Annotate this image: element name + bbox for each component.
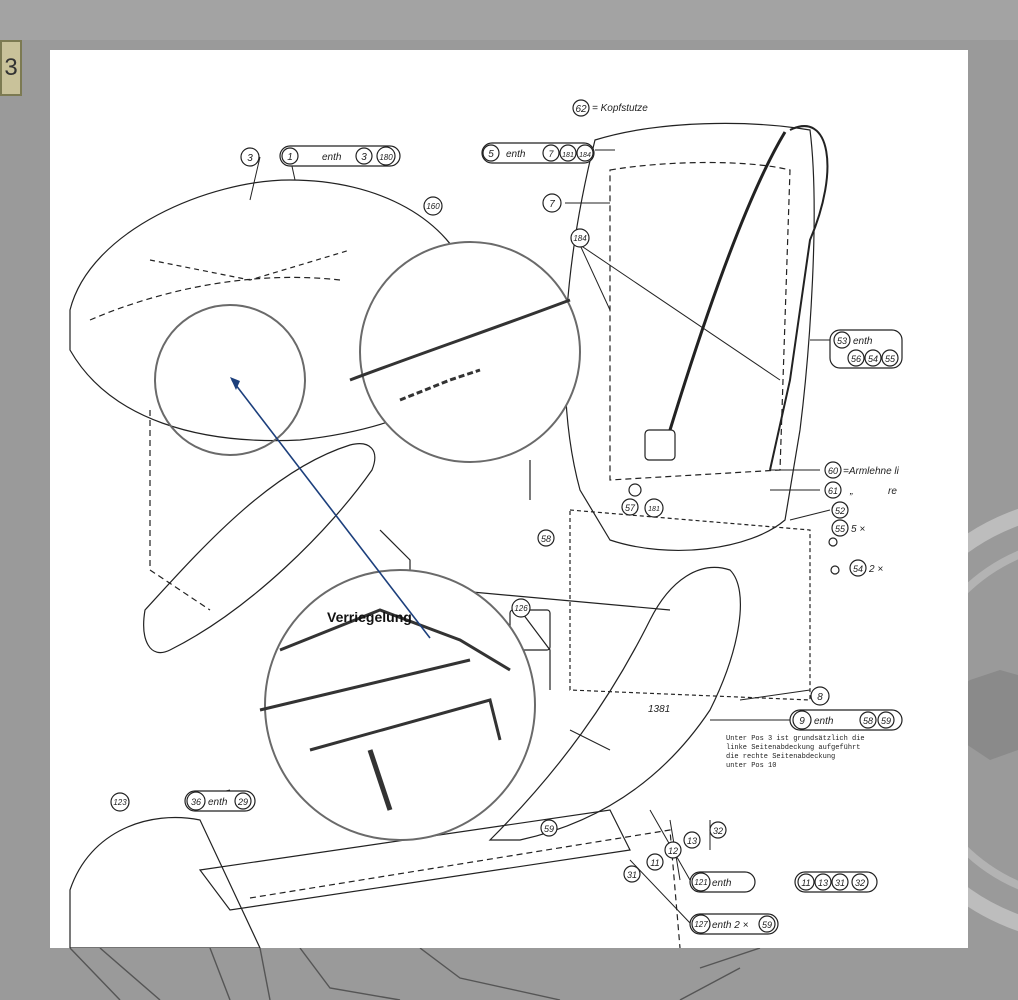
label-36: 36 <box>191 797 201 807</box>
label-54: 54 <box>853 564 863 574</box>
five-x-note: 5 × <box>851 524 865 535</box>
enth-53: enth <box>853 336 873 347</box>
enth-9: enth <box>814 716 834 727</box>
label-184-b: 184 <box>579 152 591 159</box>
armrest-right-note: re <box>888 486 897 497</box>
link-arrow-head <box>230 377 240 390</box>
label-11: 11 <box>650 858 659 868</box>
note-line-4: unter Pos 10 <box>726 762 776 770</box>
label-160: 160 <box>426 202 440 211</box>
zoom-detail-upper <box>359 241 581 463</box>
zoom-detail-seat <box>154 304 306 456</box>
label-52: 52 <box>835 506 845 516</box>
label-55: 55 <box>835 524 846 534</box>
zoom-detail-lock <box>264 569 536 841</box>
two-x-note: 2 × <box>868 564 883 575</box>
label-61: 61 <box>828 486 838 496</box>
enth-5: enth <box>506 149 526 160</box>
label-5: 5 <box>488 149 494 160</box>
label-53: 53 <box>837 336 847 346</box>
page-number-badge[interactable]: 3 <box>0 40 22 96</box>
note-line-1: Unter Pos 3 ist grundsätzlich die <box>726 735 865 743</box>
label-13: 13 <box>687 836 697 846</box>
label-58-b: 58 <box>863 716 873 726</box>
label-8: 8 <box>817 692 823 703</box>
enth-127: enth 2 × <box>712 920 749 931</box>
label-31-b: 31 <box>835 878 845 888</box>
top-band <box>0 0 1018 40</box>
armrest-right-mark: „ <box>849 486 853 497</box>
label-59: 59 <box>544 824 554 834</box>
label-3: 3 <box>247 153 253 164</box>
label-7: 7 <box>549 199 555 210</box>
label-11-b: 11 <box>801 878 810 888</box>
label-181-b: 181 <box>562 152 574 159</box>
enth-121: enth <box>712 878 732 889</box>
label-12: 12 <box>668 846 678 856</box>
label-7-b: 7 <box>548 149 554 159</box>
label-126: 126 <box>514 604 528 613</box>
head-rest-note: = Kopfstutze <box>592 103 648 114</box>
note-line-2: linke Seitenabdeckung aufgeführt <box>726 744 860 752</box>
label-121: 121 <box>694 878 707 887</box>
note-line-3: die rechte Seitenabdeckung <box>726 753 835 761</box>
label-54-b: 54 <box>868 354 878 364</box>
label-127: 127 <box>694 920 708 929</box>
part-bubbles: 62 3 1 3 180 5 7 181 184 7 160 184 53 56… <box>110 99 903 935</box>
label-57: 57 <box>625 503 636 513</box>
label-9: 9 <box>799 716 805 727</box>
label-59-c: 59 <box>762 920 772 930</box>
label-29: 29 <box>237 797 248 807</box>
parts-drawing-sheet: 62 3 1 3 180 5 7 181 184 7 160 184 53 56… <box>50 50 968 948</box>
locking-callout-label: Verriegelung <box>327 609 412 625</box>
label-55-b: 55 <box>885 354 896 364</box>
label-1: 1 <box>287 152 293 163</box>
bottom-drawing-overflow <box>69 948 761 1000</box>
seat-stamp: 1381 <box>648 704 670 715</box>
label-62: 62 <box>575 104 587 115</box>
label-184: 184 <box>573 234 587 243</box>
exploded-seat-drawing: 62 3 1 3 180 5 7 181 184 7 160 184 53 56… <box>69 99 903 948</box>
armrest-left-note: =Armlehne li <box>843 466 900 477</box>
label-3-b: 3 <box>361 152 367 163</box>
label-13-b: 13 <box>818 878 828 888</box>
label-56: 56 <box>851 354 861 364</box>
label-181: 181 <box>648 506 660 513</box>
label-180: 180 <box>379 153 393 162</box>
enth-1: enth <box>322 152 342 163</box>
label-32-b: 32 <box>855 878 865 888</box>
link-arrow-line <box>231 379 431 639</box>
label-32: 32 <box>713 826 723 836</box>
label-60: 60 <box>828 466 838 476</box>
label-58: 58 <box>541 534 551 544</box>
label-59-b: 59 <box>881 716 891 726</box>
label-123: 123 <box>113 798 127 807</box>
enth-36: enth <box>208 797 228 808</box>
label-31: 31 <box>627 870 637 880</box>
